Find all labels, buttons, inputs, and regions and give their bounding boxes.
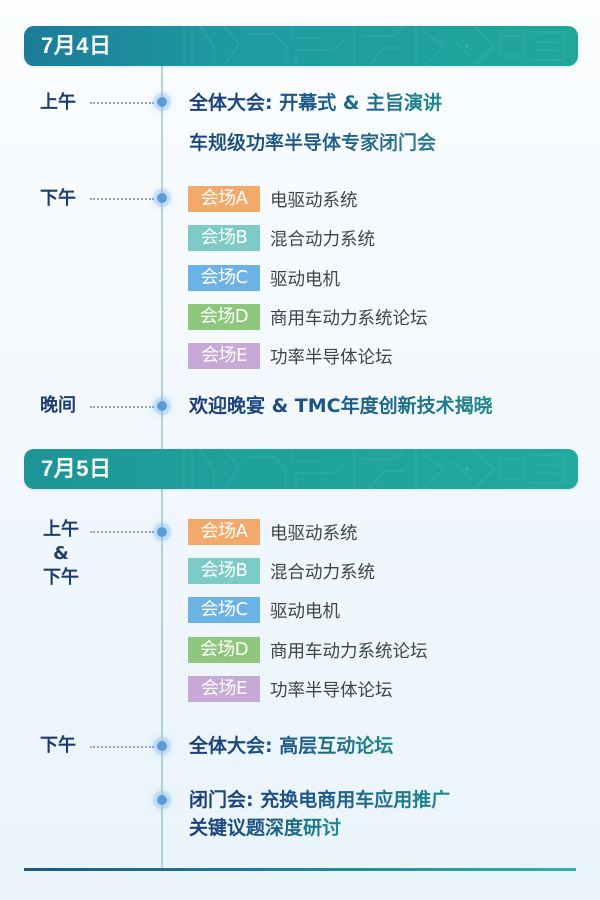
session-title: 闭门会: 充换电商用车应用推广 xyxy=(189,789,451,811)
venue-topic: 混合动力系统 xyxy=(270,229,375,250)
venue-row-e: 会场E 功率半导体论坛 xyxy=(188,342,393,370)
session-title: 车规级功率半导体专家闭门会 xyxy=(189,132,437,154)
venue-badge-e: 会场E xyxy=(188,676,260,702)
session-title: 全体大会: 高层互动论坛 xyxy=(189,735,394,757)
venue-topic: 功率半导体论坛 xyxy=(270,347,393,368)
dotted-connector xyxy=(90,198,154,200)
venue-row-c: 会场C 驱动电机 xyxy=(188,264,340,292)
venue-topic: 功率半导体论坛 xyxy=(270,680,393,701)
venue-row-b: 会场B 混合动力系统 xyxy=(188,224,375,252)
venue-row-c: 会场C 驱动电机 xyxy=(188,596,340,624)
venue-badge-e: 会场E xyxy=(188,343,260,369)
venue-topic: 驱动电机 xyxy=(270,601,340,622)
session-time-morning: 上午 xyxy=(40,92,76,113)
venue-badge-b: 会场B xyxy=(188,558,260,584)
dotted-connector xyxy=(90,406,154,408)
session-title: 欢迎晚宴 & TMC年度创新技术揭晓 xyxy=(189,395,493,417)
venue-badge-b: 会场B xyxy=(188,225,260,251)
venue-row-d: 会场D 商用车动力系统论坛 xyxy=(188,303,428,331)
venue-badge-d: 会场D xyxy=(188,304,260,330)
timeline-node-icon xyxy=(157,193,167,203)
dotted-connector xyxy=(90,746,154,748)
day-date: 7月4日 xyxy=(41,33,112,58)
venue-row-d: 会场D 商用车动力系统论坛 xyxy=(188,636,428,664)
venue-topic: 电驱动系统 xyxy=(270,190,358,211)
day-header-jul-4: 7月4日 xyxy=(24,26,578,66)
venue-badge-a: 会场A xyxy=(188,519,260,545)
session-time-evening: 晚间 xyxy=(40,395,76,416)
venue-badge-d: 会场D xyxy=(188,637,260,663)
venue-topic: 商用车动力系统论坛 xyxy=(270,308,428,329)
session-title: 全体大会: 开幕式 & 主旨演讲 xyxy=(189,92,443,114)
circuit-pattern-icon xyxy=(183,26,565,66)
venue-badge-c: 会场C xyxy=(188,597,260,623)
day-header-jul-5: 7月5日 xyxy=(24,449,578,489)
timeline-node-icon xyxy=(157,401,167,411)
session-title: 关键议题深度研讨 xyxy=(189,817,342,839)
venue-topic: 商用车动力系统论坛 xyxy=(270,641,428,662)
venue-row-b: 会场B 混合动力系统 xyxy=(188,557,375,585)
venue-badge-a: 会场A xyxy=(188,186,260,212)
session-time-afternoon: 下午 xyxy=(40,188,76,209)
session-time-all-day: 上午 & 下午 xyxy=(39,518,83,590)
circuit-pattern-icon xyxy=(183,449,565,489)
bottom-divider xyxy=(24,868,576,871)
dotted-connector xyxy=(90,102,154,104)
time-line: & xyxy=(53,543,69,564)
timeline-node-icon xyxy=(157,741,167,751)
venue-row-a: 会场A 电驱动系统 xyxy=(188,185,358,213)
timeline-node-icon xyxy=(157,527,167,537)
venue-row-e: 会场E 功率半导体论坛 xyxy=(188,675,393,703)
dotted-connector xyxy=(90,531,154,533)
day-date: 7月5日 xyxy=(41,456,112,481)
venue-badge-c: 会场C xyxy=(188,265,260,291)
venue-topic: 混合动力系统 xyxy=(270,562,375,583)
timeline-node-icon xyxy=(157,97,167,107)
venue-row-a: 会场A 电驱动系统 xyxy=(188,518,358,546)
time-line: 上午 xyxy=(43,519,79,540)
time-line: 下午 xyxy=(43,567,79,588)
session-time-afternoon: 下午 xyxy=(40,735,76,756)
venue-topic: 电驱动系统 xyxy=(270,523,358,544)
timeline-node-icon xyxy=(157,795,167,805)
venue-topic: 驱动电机 xyxy=(270,269,340,290)
